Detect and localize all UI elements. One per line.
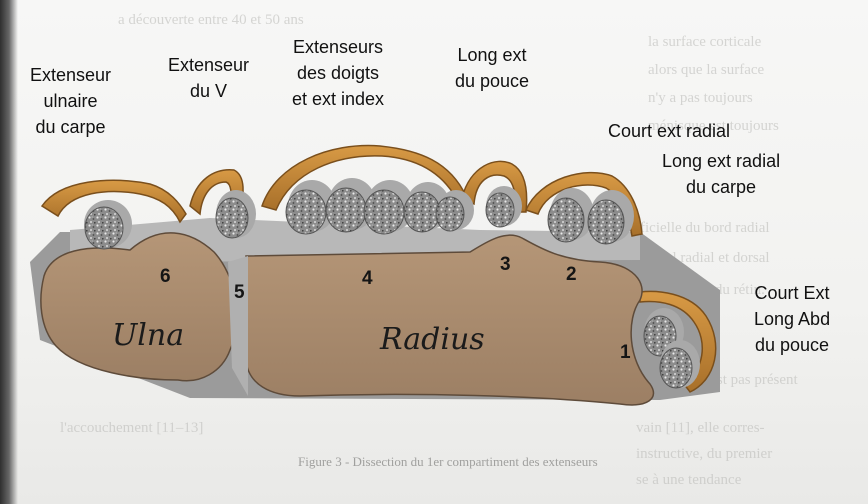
ulna-bone [41,233,237,381]
compartment-number-2: 2 [566,264,577,286]
radius-label: Radius [380,322,485,357]
ulna-label: Ulna [112,318,184,353]
label-extenseurs-doigts: Extenseurs des doigts et ext index [292,34,384,112]
label-court-ext-long-abd: Court Ext Long Abd du pouce [754,280,830,358]
figure-caption: Figure 3 - Dissection du 1er compartimen… [298,454,598,470]
label-extenseur-ulnaire: Extenseur ulnaire du carpe [30,62,111,140]
tendon-epl [486,186,522,227]
label-extenseur-v: Extenseur du V [168,52,249,104]
tendons-ed-eip [286,178,474,234]
label-court-ext-radial: Court ext radial [608,118,730,144]
tendon-edm [216,190,256,238]
label-long-ext-pouce: Long ext du pouce [455,42,529,94]
compartment-number-4: 4 [362,268,373,290]
label-long-ext-radial: Long ext radial du carpe [662,148,780,200]
page-gutter-shadow [0,0,18,504]
compartment-number-3: 3 [500,254,511,276]
compartment-number-6: 6 [160,266,171,288]
compartment-number-5: 5 [234,282,245,304]
compartment-number-1: 1 [620,342,631,364]
